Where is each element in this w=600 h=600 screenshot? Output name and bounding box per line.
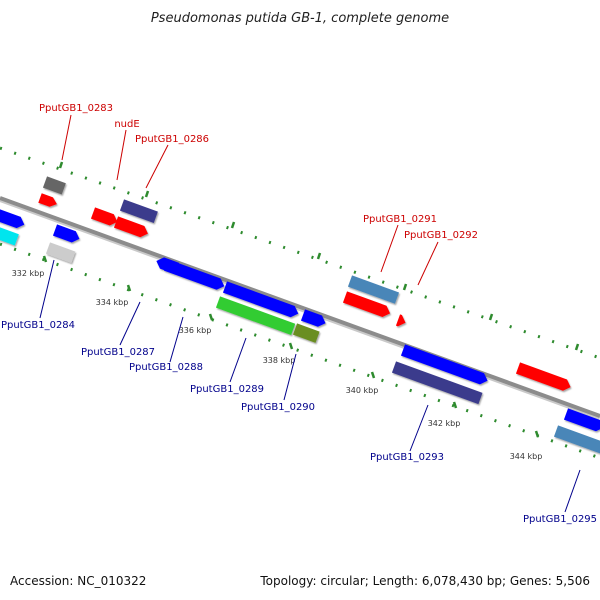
leader-line [417,241,439,286]
leader-line [116,129,127,181]
outer-tick-ring [0,146,600,360]
outer-major-tick [316,252,322,260]
forward-gene-labels: PputGB1_0283 nudE PputGB1_0286 PputGB1_0… [39,103,478,241]
leader-line [119,301,141,346]
inner-major-tick [42,255,48,263]
outer-major-tick [144,190,150,198]
gene-arrow[interactable] [0,209,26,230]
map-title: Pseudomonas putida GB-1, complete genome [151,11,449,26]
gene-arrow-nude[interactable] [90,207,120,227]
gene-features [0,176,600,458]
gene-block-pputgb1-0295[interactable] [553,425,600,458]
gene-arrow[interactable] [222,281,300,319]
gene-arrow[interactable] [38,193,58,209]
genome-summary-text: Topology: circular; Length: 6,078,430 bp… [259,574,590,588]
gene-arrow[interactable] [52,224,82,244]
inner-major-tick [208,313,214,321]
outer-major-ticks [58,161,580,351]
gene-arrow[interactable] [300,309,328,328]
gene-label[interactable]: PputGB1_0290 [241,402,315,413]
leader-line [169,316,184,363]
scale-label: 340 kbp [346,386,379,395]
leader-line [145,144,169,189]
outer-major-tick [402,283,408,291]
gene-block-pputgb1-0289[interactable] [215,296,296,335]
gene-arrow-pputgb1-0292[interactable] [395,314,408,328]
accession-text: Accession: NC_010322 [10,574,146,588]
inner-tick-ring [0,242,600,460]
gene-arrow[interactable] [342,291,392,319]
gene-block[interactable] [0,227,19,246]
scale-label: 334 kbp [96,298,129,307]
gene-label[interactable]: PputGB1_0287 [81,347,155,358]
gene-label[interactable]: PputGB1_0295 [523,514,597,525]
gene-block-pputgb1-0283[interactable] [42,176,66,195]
gene-label[interactable]: PputGB1_0284 [1,320,75,331]
inner-major-ticks [42,255,540,438]
gene-block-pputgb1-0290[interactable] [292,323,320,343]
label-leaders [39,114,581,513]
inner-major-tick [288,342,294,350]
outer-major-tick [230,221,236,229]
scale-label: 338 kbp [263,356,296,365]
gene-arrow[interactable] [400,344,490,386]
gene-block-pputgb1-0286[interactable] [119,199,158,223]
leader-line [409,404,429,452]
gene-label[interactable]: nudE [114,119,139,130]
leader-line [39,259,55,319]
leader-line [564,469,581,513]
inner-major-tick [452,401,458,409]
leader-line [283,353,297,401]
inner-major-tick [126,284,132,292]
backbone [0,196,600,418]
leader-line [380,224,399,273]
gene-arrow[interactable] [563,408,600,433]
leader-line [229,337,247,383]
outer-major-tick [488,313,494,321]
gene-label[interactable]: PputGB1_0291 [363,214,437,225]
inner-major-tick [534,430,540,438]
outer-major-tick [574,343,580,351]
scale-labels: 332 kbp 334 kbp 336 kbp 338 kbp 340 kbp … [12,269,543,461]
gene-label[interactable]: PputGB1_0283 [39,103,113,114]
reverse-gene-labels: PputGB1_0284 PputGB1_0287 PputGB1_0288 P… [1,320,597,525]
gene-label[interactable]: PputGB1_0286 [135,134,209,145]
outer-major-tick [58,161,64,169]
gene-label[interactable]: PputGB1_0293 [370,452,444,463]
scale-label: 342 kbp [428,419,461,428]
gene-arrow[interactable] [515,362,573,392]
inner-major-tick [370,371,376,379]
gene-block-pputgb1-0291[interactable] [347,275,400,304]
scale-label: 332 kbp [12,269,45,278]
gene-label[interactable]: PputGB1_0288 [129,362,203,373]
leader-line [61,114,72,161]
scale-label: 336 kbp [179,326,212,335]
scale-label: 344 kbp [510,452,543,461]
gene-arrow[interactable] [113,216,150,239]
gene-block-pputgb1-0284[interactable] [45,242,76,263]
gene-label[interactable]: PputGB1_0292 [404,230,478,241]
gene-arrow-pputgb1-0288[interactable] [163,259,226,291]
gene-block-pputgb1-0293[interactable] [391,361,483,405]
gene-label[interactable]: PputGB1_0289 [190,384,264,395]
